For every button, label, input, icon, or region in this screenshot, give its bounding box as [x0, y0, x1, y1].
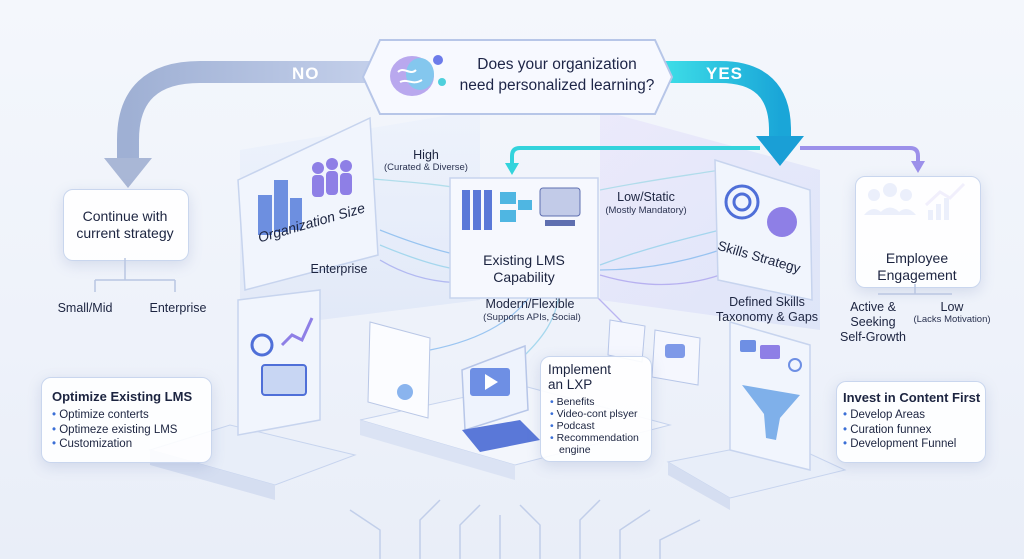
continue-line1: Continue with [82, 208, 168, 224]
branch-arrow-right [800, 146, 920, 163]
lxp-device-icon [461, 344, 540, 452]
content-item: Curation funnex [843, 423, 956, 438]
settings-monitor-icon [250, 317, 314, 396]
lxp-list: • Benefits • Video-cont plsyer • Podcast… [550, 396, 639, 456]
lxp-item: • Recommendation [550, 432, 639, 444]
lxp-item-text: Benefits [556, 396, 595, 408]
engagement-low-sub: (Lacks Motivation) [913, 314, 991, 325]
low-static-label: Low/Static [617, 190, 675, 204]
engagement-low: Low [940, 300, 964, 314]
optimize-item: Optimize conterts [52, 408, 177, 423]
enterprise-left-label: Enterprise [149, 301, 207, 315]
lms-line1: Existing LMS [483, 252, 565, 268]
branch-arrowhead-right [911, 161, 925, 173]
content-title: Invest in Content First [843, 390, 981, 405]
engagement-box [855, 176, 981, 288]
lxp-title-line2: an LXP [548, 377, 593, 392]
no-arrow [117, 61, 370, 160]
lxp-item: • Podcast [550, 420, 595, 432]
lxp-item: • Video-cont plsyer [550, 408, 638, 420]
lxp-item-continued: engine [550, 444, 639, 456]
question-text: Does your organization need personalized… [452, 54, 662, 96]
engagement-active-line2: Seeking [850, 315, 896, 329]
lxp-item: • Benefits [550, 396, 595, 408]
question-line1: Does your organization [477, 56, 637, 73]
engagement-connector [878, 284, 952, 295]
engagement-active: Active & Seeking Self-Growth [835, 300, 911, 345]
no-label: NO [292, 64, 320, 83]
brain-icon [390, 55, 446, 96]
optimize-panel [237, 289, 321, 436]
yes-arrow [660, 61, 791, 138]
continue-line2: current strategy [76, 225, 174, 241]
low-static-sub: (Mostly Mandatory) [605, 205, 687, 216]
branch-arrowhead-left [505, 163, 519, 175]
optimize-item: Customization [52, 437, 177, 452]
lxp-title: Implement an LXP [548, 362, 611, 392]
engagement-line2: Engagement [877, 267, 957, 283]
lxp-item-text: engine [559, 444, 591, 456]
yes-arrowhead [756, 136, 804, 166]
lms-line2: Capability [493, 269, 555, 285]
bookshelf-icon [462, 190, 492, 230]
circuit-traces [349, 499, 701, 559]
computer-icon [539, 187, 581, 226]
yes-label: YES [706, 64, 744, 83]
skills-defined: Defined Skills Taxonomy & Gaps [708, 295, 826, 325]
lxp-item-text: Podcast [556, 420, 595, 432]
skills-defined-line1: Defined Skills [729, 295, 805, 309]
modern-label: Modern/Flexible [485, 297, 575, 311]
platform-right-side [668, 462, 730, 510]
branch-arrow-left [510, 146, 760, 165]
continue-connector [94, 258, 176, 292]
content-item: Develop Areas [843, 408, 956, 423]
buildings-icon [258, 180, 302, 235]
content-list: Develop Areas Curation funnex Developmen… [843, 408, 956, 452]
target-icon [724, 184, 760, 220]
org-enterprise-label: Enterprise [310, 262, 368, 276]
question-line2: need personalized learning? [459, 77, 655, 94]
media-cards-icon [607, 319, 701, 386]
engagement-active-line3: Self-Growth [840, 330, 906, 344]
content-item: Development Funnel [843, 437, 956, 452]
skills-defined-line2: Taxonomy & Gaps [715, 310, 819, 324]
platform-center-side [360, 420, 515, 480]
lxp-item-text: Recommendation [556, 432, 639, 444]
people-icon [312, 158, 352, 197]
funnel-icon [740, 340, 802, 440]
high-label: High [413, 148, 439, 162]
no-arrowhead [104, 158, 152, 188]
gear-brain-icon [767, 207, 797, 237]
engagement-active-line1: Active & [850, 300, 896, 314]
high-sub: (Curated & Diverse) [384, 162, 468, 173]
folders-icon [500, 192, 532, 222]
modern-sub: (Supports APIs, Social) [483, 312, 581, 323]
engagement-title: Employee Engagement [858, 250, 976, 284]
lms-title: Existing LMS Capability [464, 252, 584, 286]
small-mid-label: Small/Mid [57, 301, 113, 315]
lxp-box [540, 356, 652, 462]
continue-text: Continue with current strategy [66, 208, 184, 242]
lxp-item-text: Video-cont plsyer [556, 408, 638, 420]
engagement-line1: Employee [885, 250, 949, 266]
optimize-item: Optimeze existing LMS [52, 423, 177, 438]
optimize-title: Optimize Existing LMS [52, 389, 193, 404]
continue-box [63, 189, 189, 261]
certificate-icon [367, 321, 431, 419]
lxp-title-line1: Implement [548, 362, 612, 377]
optimize-list: Optimize conterts Optimeze existing LMS … [52, 408, 177, 452]
